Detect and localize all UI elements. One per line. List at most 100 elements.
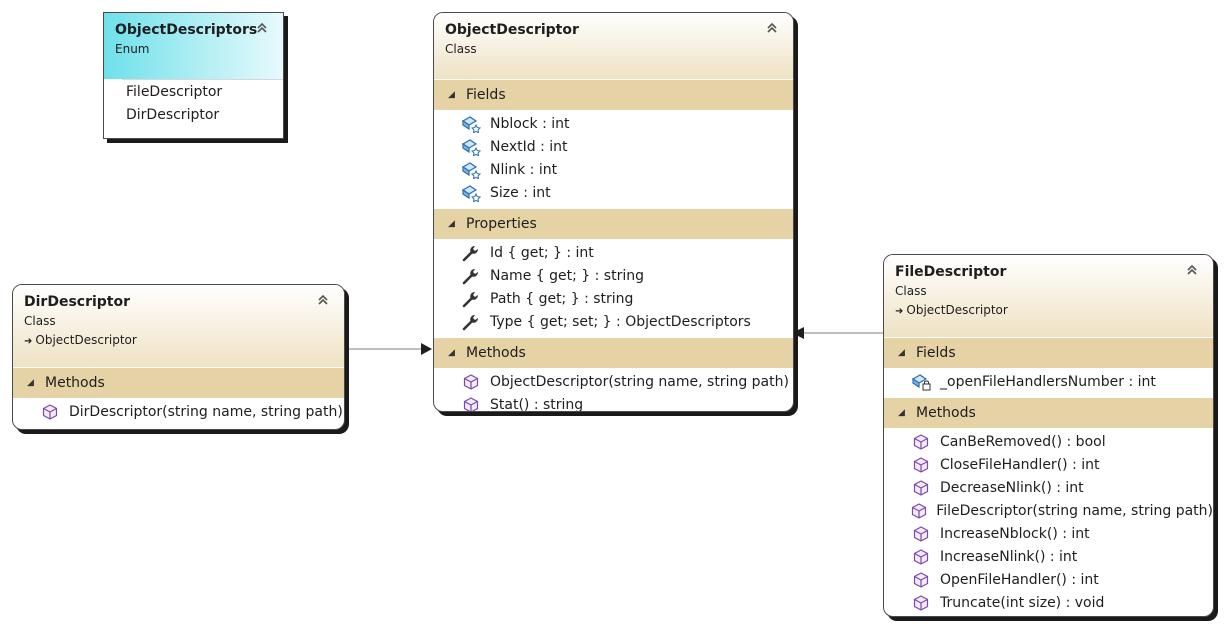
wrench-property-icon [460,267,482,285]
enum-title: ObjectDescriptors [115,22,258,38]
property-label: Id { get; } : int [490,244,594,261]
class-title: DirDescriptor [24,294,131,310]
field-row[interactable]: _openFileHandlersNumber : int [884,370,1213,393]
method-label: CloseFileHandler() : int [940,456,1100,473]
property-row[interactable]: Type { get; set; } : ObjectDescriptors [434,310,793,333]
section-fields[interactable]: ◢ Fields [884,337,1213,368]
method-row[interactable]: IncreaseNlink() : int [884,545,1213,568]
enum-value[interactable]: DirDescriptor [122,103,283,126]
section-label: Methods [466,345,526,361]
fields-list: _openFileHandlersNumber : int [884,368,1213,397]
base-class: ➜ObjectDescriptor [24,332,344,350]
wrench-property-icon [460,244,482,262]
class-header: FileDescriptor Class ➜ObjectDescriptor [884,255,1213,337]
field-row[interactable]: Size : int [434,181,793,204]
property-row[interactable]: Id { get; } : int [434,241,793,264]
enum-value[interactable]: FileDescriptor [122,80,283,103]
method-row[interactable]: DecreaseNlink() : int [884,476,1213,499]
property-label: Path { get; } : string [490,290,634,307]
enum-kind: Enum [115,42,150,56]
class-header: ObjectDescriptor Class [434,13,793,79]
triangle-expanded-icon: ◢ [448,219,455,229]
enum-values: FileDescriptor DirDescriptor [122,79,283,138]
method-row[interactable]: CanBeRemoved() : bool [884,430,1213,453]
section-label: Methods [45,375,105,391]
triangle-expanded-icon: ◢ [898,348,905,358]
property-label: Type { get; set; } : ObjectDescriptors [490,313,751,330]
method-row[interactable]: Truncate(int size) : void [884,591,1213,614]
method-cube-icon [910,548,932,566]
enum-object-descriptors[interactable]: ObjectDescriptors Enum FileDescriptor Di… [103,12,284,139]
method-row[interactable]: OpenFileHandler() : int [884,568,1213,591]
section-methods[interactable]: ◢ Methods [434,337,793,368]
section-methods[interactable]: ◢ Methods [884,397,1213,428]
base-class-label: ObjectDescriptor [906,303,1008,317]
double-chevron-up-icon[interactable] [255,22,269,34]
method-cube-icon [460,396,482,411]
wrench-property-icon [460,313,482,331]
method-label: ObjectDescriptor(string name, string pat… [490,373,789,390]
method-cube-icon [910,433,932,451]
field-row[interactable]: NextId : int [434,135,793,158]
property-row[interactable]: Name { get; } : string [434,264,793,287]
fields-list: Nblock : int NextId : int Nlink : int Si… [434,110,793,208]
double-chevron-up-icon[interactable] [316,294,330,306]
inheritance-arrow-icon: ➜ [895,306,904,317]
class-object-descriptor[interactable]: ObjectDescriptor Class ◢ Fields Nblock :… [433,12,794,412]
method-label: FileDescriptor(string name, string path) [936,502,1213,519]
section-fields[interactable]: ◢ Fields [434,79,793,110]
property-row[interactable]: Path { get; } : string [434,287,793,310]
double-chevron-up-icon[interactable] [1185,264,1199,276]
class-file-descriptor[interactable]: FileDescriptor Class ➜ObjectDescriptor ◢… [883,254,1214,617]
section-label: Properties [466,216,537,232]
static-field-icon [460,138,482,156]
method-row[interactable]: ObjectDescriptor(string name, string pat… [434,370,793,393]
method-cube-icon [39,403,61,421]
methods-list: DirDescriptor(string name, string path) [13,398,344,427]
class-kind: Class [445,42,477,56]
method-row[interactable]: Stat() : string [434,393,793,412]
method-row[interactable]: FileDescriptor(string name, string path) [884,499,1213,522]
enum-value-label: FileDescriptor [126,83,223,100]
method-label: DecreaseNlink() : int [940,479,1084,496]
class-header: DirDescriptor Class ➜ObjectDescriptor [13,285,344,367]
inheritance-arrow-icon: ➜ [24,336,33,347]
field-row[interactable]: Nlink : int [434,158,793,181]
method-label: IncreaseNlink() : int [940,548,1078,565]
class-title: ObjectDescriptor [445,22,579,38]
method-row[interactable]: DirDescriptor(string name, string path) [13,400,344,423]
base-class-label: ObjectDescriptor [35,333,137,347]
triangle-expanded-icon: ◢ [448,348,455,358]
double-chevron-up-icon[interactable] [765,22,779,34]
property-label: Name { get; } : string [490,267,644,284]
methods-list: ObjectDescriptor(string name, string pat… [434,368,793,412]
field-label: NextId : int [490,138,568,155]
method-row[interactable]: IncreaseNblock() : int [884,522,1213,545]
static-field-icon [460,184,482,202]
field-label: Nblock : int [490,115,570,132]
triangle-expanded-icon: ◢ [27,378,34,388]
method-label: Truncate(int size) : void [940,594,1105,611]
method-cube-icon [910,594,932,612]
class-dir-descriptor[interactable]: DirDescriptor Class ➜ObjectDescriptor ◢ … [12,284,345,430]
method-label: OpenFileHandler() : int [940,571,1099,588]
field-row[interactable]: Nblock : int [434,112,793,135]
section-label: Fields [916,345,956,361]
method-row[interactable]: CloseFileHandler() : int [884,453,1213,476]
section-label: Methods [916,405,976,421]
methods-list: CanBeRemoved() : bool CloseFileHandler()… [884,428,1213,616]
triangle-expanded-icon: ◢ [448,90,455,100]
class-title: FileDescriptor [895,264,1007,280]
section-properties[interactable]: ◢ Properties [434,208,793,239]
method-cube-icon [910,479,932,497]
private-field-icon [910,373,932,391]
method-cube-icon [910,525,932,543]
method-label: IncreaseNblock() : int [940,525,1090,542]
static-field-icon [460,115,482,133]
static-field-icon [460,161,482,179]
base-class: ➜ObjectDescriptor [895,302,1213,320]
method-cube-icon [910,502,928,520]
method-label: Stat() : string [490,396,584,412]
method-cube-icon [910,456,932,474]
section-methods[interactable]: ◢ Methods [13,367,344,398]
